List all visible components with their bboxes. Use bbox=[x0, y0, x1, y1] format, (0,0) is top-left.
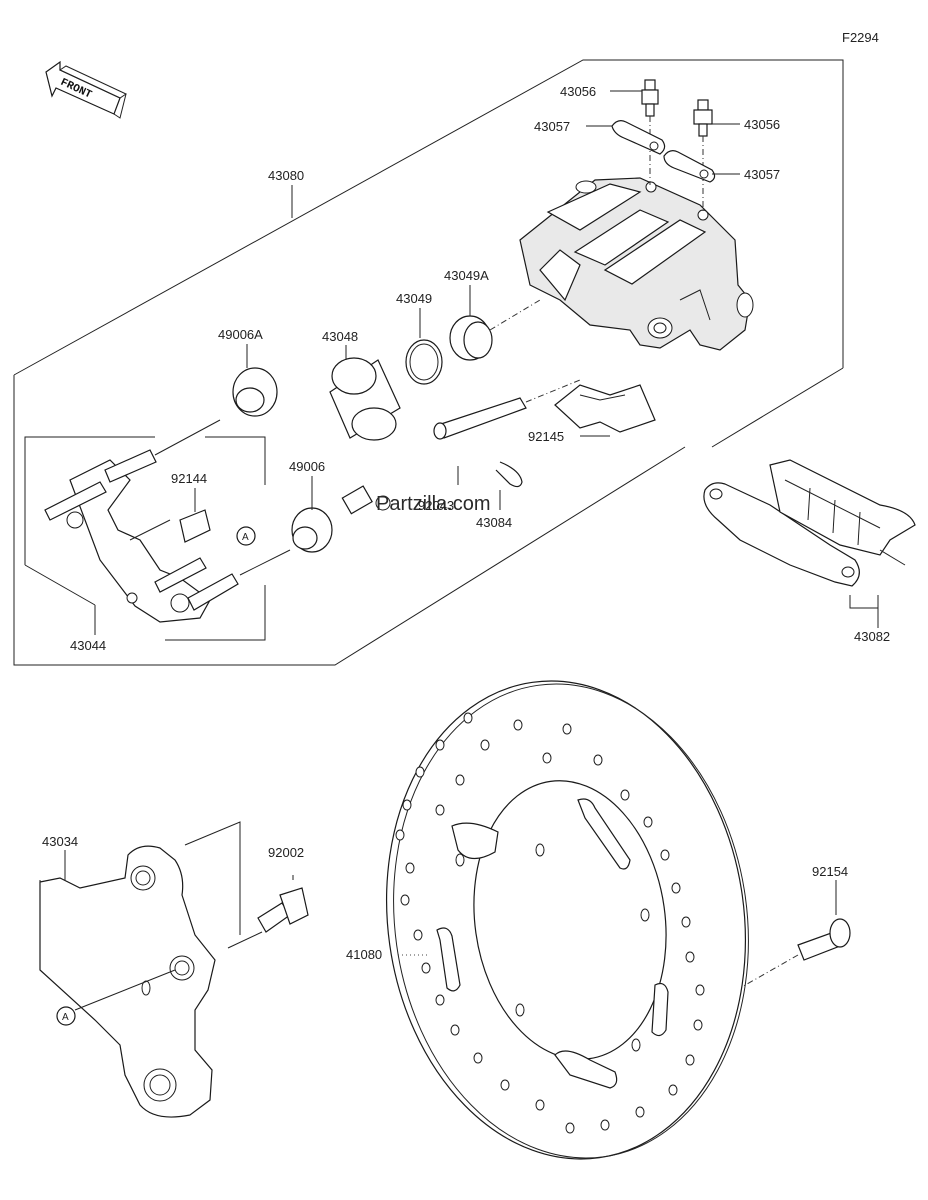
part-label-43080: 43080 bbox=[268, 168, 304, 183]
watermark: Partzilla.com bbox=[375, 493, 490, 515]
seal-43049 bbox=[405, 339, 443, 385]
watermark-text: Partzilla.com bbox=[376, 493, 490, 515]
part-label-49006A: 49006A bbox=[218, 327, 263, 342]
part-label-43082: 43082 bbox=[854, 629, 890, 644]
piston-43048 bbox=[329, 357, 401, 441]
part-label-92043: 92043 bbox=[418, 498, 454, 513]
part-label-92154: 92154 bbox=[812, 864, 848, 879]
callout-a-top: A bbox=[236, 526, 256, 546]
bleeder-valve-left bbox=[641, 79, 659, 185]
part-label-43056-right: 43056 bbox=[744, 117, 780, 132]
part-label-43048: 43048 bbox=[322, 329, 358, 344]
caliper-assembly-outline bbox=[13, 59, 844, 666]
caliper-body bbox=[519, 177, 754, 351]
part-label-43056-top: 43056 bbox=[560, 84, 596, 99]
seal-43049A bbox=[449, 315, 493, 361]
part-label-43049: 43049 bbox=[396, 291, 432, 306]
part-label-43084: 43084 bbox=[476, 515, 512, 530]
clip-43084 bbox=[495, 461, 523, 488]
part-label-43057-left: 43057 bbox=[534, 119, 570, 134]
part-label-41080: 41080 bbox=[346, 947, 382, 962]
part-label-92144: 92144 bbox=[171, 471, 207, 486]
svg-text:A: A bbox=[242, 532, 249, 543]
bracket-subassembly-outline bbox=[24, 436, 266, 641]
bleeder-valve-right bbox=[693, 99, 713, 212]
brake-pads-43082 bbox=[703, 459, 916, 609]
part-label-43034: 43034 bbox=[42, 834, 78, 849]
part-label-43057-right: 43057 bbox=[744, 167, 780, 182]
part-label-92002: 92002 bbox=[268, 845, 304, 860]
callout-a-bottom: A bbox=[56, 1006, 76, 1026]
leader-lines bbox=[64, 90, 879, 956]
bolt-92154 bbox=[639, 918, 851, 1046]
bleeder-cap-right bbox=[663, 150, 716, 183]
brake-disc-41080 bbox=[385, 680, 749, 1160]
part-label-92145: 92145 bbox=[528, 429, 564, 444]
caliper-bracket-43044 bbox=[44, 449, 239, 623]
part-label-43044: 43044 bbox=[70, 638, 106, 653]
disc-holes bbox=[395, 712, 705, 1134]
svg-text:A: A bbox=[62, 1012, 69, 1023]
boot-49006 bbox=[239, 485, 373, 576]
caliper-mount-43034 bbox=[39, 821, 241, 1118]
part-label-49006: 49006 bbox=[289, 459, 325, 474]
pad-shim-92144 bbox=[129, 509, 211, 543]
pad-spring-92145 bbox=[554, 384, 656, 433]
pad-pin-92043 bbox=[433, 379, 581, 440]
part-label-43049A: 43049A bbox=[444, 268, 489, 283]
boot-49006A bbox=[154, 367, 278, 456]
front-arrow-icon: FRONT bbox=[45, 60, 128, 119]
diagram-id: F2294 bbox=[842, 30, 879, 45]
bleeder-cap-left bbox=[611, 120, 666, 155]
bolt-92002 bbox=[227, 875, 309, 949]
